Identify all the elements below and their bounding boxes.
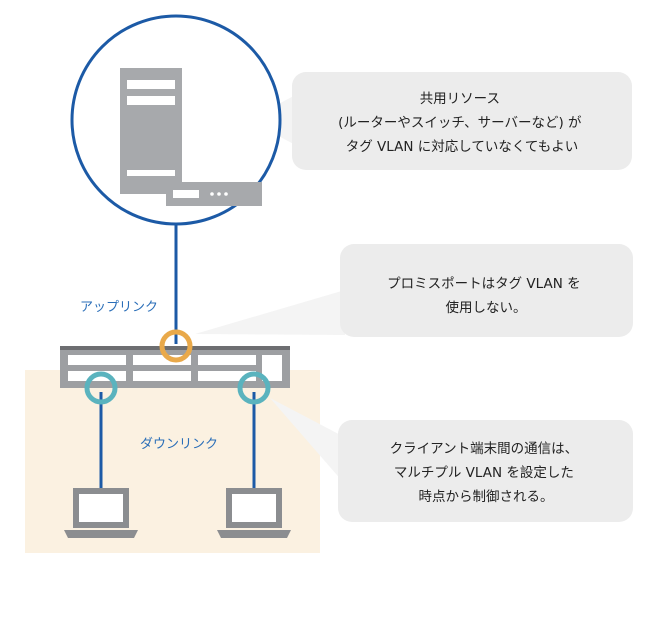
laptop-icon: [64, 488, 138, 538]
downlink-label: ダウンリンク: [140, 437, 218, 452]
uplink-label: アップリンク: [80, 300, 158, 315]
client-traffic-callout: クライアント端末間の通信は、 マルチプル VLAN を設定した 時点から制御され…: [338, 420, 633, 522]
downlink-port-ring: [237, 371, 271, 405]
svg-text:プロミスポートはタグ VLAN を 使用しない。: プロミスポートはタグ VLAN を 使用しない。: [387, 276, 585, 316]
callout-line: 使用しない。: [446, 299, 527, 316]
callout-line: 共用リソース: [420, 91, 500, 107]
callout-line: プロミスポートはタグ VLAN を: [387, 276, 580, 292]
downlink-port-ring: [84, 371, 118, 405]
promiscuous-port-ring: [159, 329, 193, 363]
callout-line: タグ VLAN に対応していなくてもよい: [346, 139, 579, 155]
laptop-icon: [217, 488, 291, 538]
svg-text:クライアント端末間の通信は、 マルチプル VLA: クライアント端末間の通信は、 マルチプル VLAN を設定した 時点から制御され…: [390, 441, 583, 505]
network-appliance-icon: [166, 182, 262, 206]
callout-line: マルチプル VLAN を設定した: [394, 465, 574, 481]
svg-text:共用リソース (ルーターやスイッチ、サーバーなど: 共用リソース (ルーターやスイッチ、サーバーなど) が タグ VLAN に対応し…: [338, 91, 586, 155]
callout-line: 時点から制御される。: [419, 489, 554, 505]
shared-resources-callout: 共用リソース (ルーターやスイッチ、サーバーなど) が タグ VLAN に対応し…: [292, 72, 632, 170]
callout-line: クライアント端末間の通信は、: [390, 441, 578, 457]
promiscuous-port-pointer: [195, 290, 345, 335]
client-traffic-pointer: [270, 398, 350, 490]
callout-line: (ルーターやスイッチ、サーバーなど) が: [338, 115, 582, 131]
server-tower-icon: [120, 68, 182, 194]
network-switch-icon: [60, 346, 290, 388]
promiscuous-port-callout: プロミスポートはタグ VLAN を 使用しない。: [340, 244, 633, 337]
